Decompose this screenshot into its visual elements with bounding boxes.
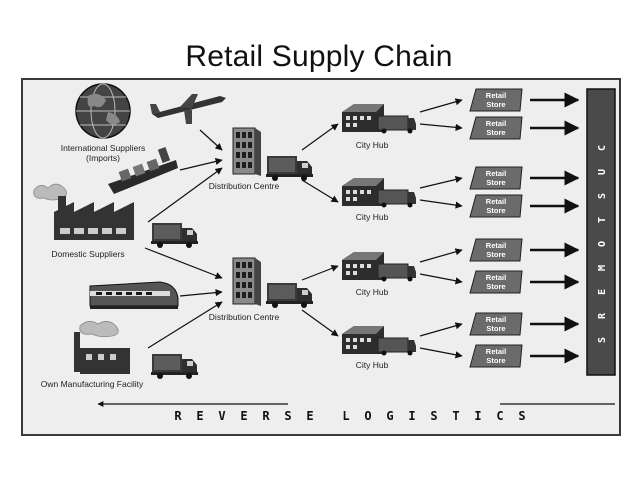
airplane-icon xyxy=(150,94,226,124)
customers-bar xyxy=(586,88,616,376)
reverse-logistics-letter: C xyxy=(496,409,503,423)
train-icon xyxy=(89,281,179,309)
customers-letter: U xyxy=(597,169,608,175)
distribution-centre-label: Distribution Centre xyxy=(209,312,280,322)
retail-store-label: Retail xyxy=(486,315,506,324)
customers-label: C U S T O M E R S xyxy=(597,145,608,343)
reverse-logistics-letter: S xyxy=(518,409,525,423)
customers-letter: C xyxy=(597,145,608,151)
reverse-logistics-letter: O xyxy=(364,409,371,423)
customers-letter: T xyxy=(597,217,608,223)
own-manufacturing-label: Own Manufacturing Facility xyxy=(41,379,144,389)
reverse-logistics-letter: E xyxy=(196,409,203,423)
reverse-logistics-letter: T xyxy=(452,409,459,423)
city-hub-label: City Hub xyxy=(356,287,389,297)
customers-letter: O xyxy=(597,241,608,247)
retail-store-label: Retail xyxy=(486,119,506,128)
reverse-logistics-letter: I xyxy=(474,409,481,423)
retail-store-label: Retail xyxy=(486,169,506,178)
imports-label: (Imports) xyxy=(86,153,120,163)
cargo-ship-icon xyxy=(108,147,178,194)
city-hub-label: City Hub xyxy=(356,212,389,222)
reverse-logistics-letter: E xyxy=(240,409,247,423)
customers-letter: R xyxy=(597,312,608,319)
reverse-logistics-letter: I xyxy=(408,409,415,423)
reverse-logistics-letter: E xyxy=(306,409,313,423)
reverse-logistics-letter: R xyxy=(262,409,270,423)
reverse-logistics-letter: V xyxy=(218,409,225,423)
distribution-centre-label: Distribution Centre xyxy=(209,181,280,191)
warehouse-building-icon xyxy=(232,127,262,177)
retail-store-label: Store xyxy=(486,100,505,109)
reverse-logistics-letter: R xyxy=(174,409,182,423)
city-hub-label: City Hub xyxy=(356,140,389,150)
retail-store-label: Store xyxy=(486,178,505,187)
factory-icon xyxy=(33,183,134,240)
domestic-suppliers-label: Domestic Suppliers xyxy=(51,249,124,259)
warehouse-building-icon xyxy=(232,257,262,307)
customers-letter: S xyxy=(597,337,608,343)
reverse-logistics-letter: G xyxy=(386,409,393,423)
retail-store-label: Store xyxy=(486,250,505,259)
retail-store-label: Store xyxy=(486,128,505,137)
city-hub-label: City Hub xyxy=(356,360,389,370)
reverse-logistics-letter: L xyxy=(342,409,349,423)
retail-store-label: Retail xyxy=(486,197,506,206)
retail-store-label: Retail xyxy=(486,273,506,282)
retail-store-label: Store xyxy=(486,282,505,291)
customers-letter: S xyxy=(597,193,608,199)
page-title: Retail Supply Chain xyxy=(185,40,453,73)
international-suppliers-label: International Suppliers xyxy=(61,143,146,153)
reverse-logistics-letter: S xyxy=(284,409,291,423)
factory-icon xyxy=(74,321,130,374)
customers-letter: E xyxy=(597,289,608,295)
retail-store-label: Retail xyxy=(486,347,506,356)
retail-store-label: Store xyxy=(486,356,505,365)
retail-store-label: Store xyxy=(486,206,505,215)
globe-icon xyxy=(75,83,131,139)
retail-store-label: Retail xyxy=(486,91,506,100)
retail-store-label: Retail xyxy=(486,241,506,250)
retail-store-label: Store xyxy=(486,324,505,333)
reverse-logistics-letter: S xyxy=(430,409,437,423)
customers-letter: M xyxy=(597,265,608,271)
